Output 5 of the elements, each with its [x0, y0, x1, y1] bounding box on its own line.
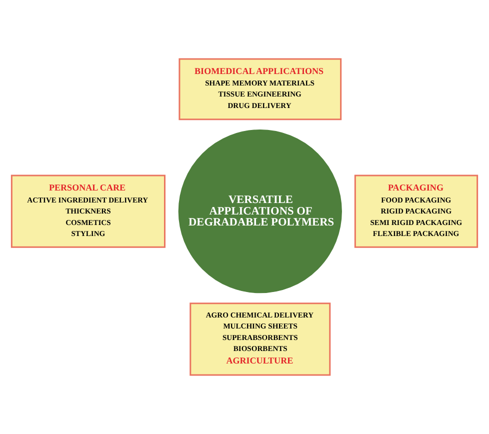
- node-box: AGRO CHEMICAL DELIVERY MULCHING SHEETS SUPERABSORBENTS BIOSORBENTS AGRICULTURE: [190, 302, 331, 376]
- node-box: PERSONAL CARE ACTIVE INGREDIENT DELIVERY THICKNERS COSMETICS STYLING: [10, 174, 166, 248]
- node-circle: VERSATILE APPLICATIONS OF DEGRADABLE POLYMERS: [178, 130, 342, 294]
- node-box: BIOMEDICAL APPLICATIONS SHAPE MEMORY MATERIALS TISSUE ENGINEERING DRUG DELIVERY: [178, 58, 342, 120]
- node-box: PACKAGING FOOD PACKAGING RIGID PACKAGING SEMI RIGID PACKAGING FLEXIBLE PACKAGING: [354, 174, 478, 248]
